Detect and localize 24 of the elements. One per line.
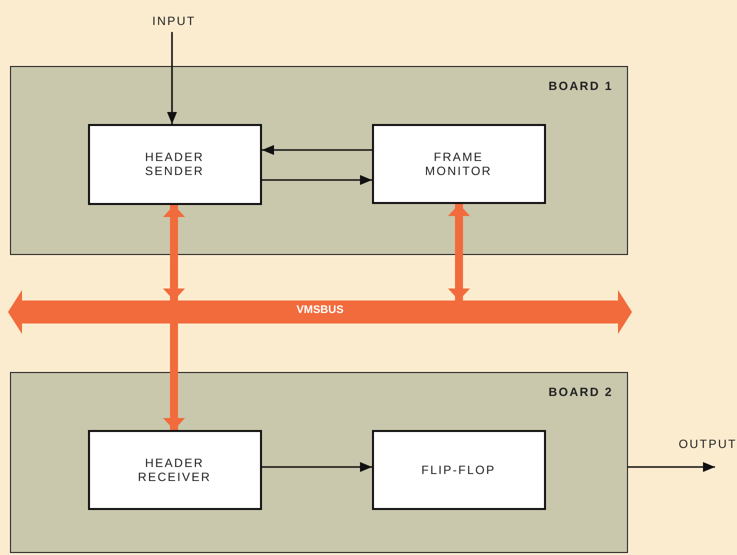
process-box bbox=[372, 124, 546, 204]
arrow bbox=[262, 175, 372, 185]
bus-arrow bbox=[163, 324, 185, 430]
arrow bbox=[167, 32, 177, 124]
board-title: BOARD 1 bbox=[548, 79, 613, 93]
arrow bbox=[628, 462, 715, 472]
box-label: HEADER RECEIVER bbox=[136, 456, 212, 484]
box-label: FLIP-FLOP bbox=[421, 462, 496, 476]
edge-label: OUTPUT bbox=[678, 437, 737, 451]
input-label: INPUT bbox=[148, 10, 200, 32]
arrow bbox=[262, 462, 372, 472]
process-box bbox=[372, 430, 546, 510]
box-label: FRAME MONITOR bbox=[424, 150, 493, 178]
arrow bbox=[262, 145, 372, 155]
circuit-board-panel bbox=[10, 66, 628, 255]
process-box bbox=[88, 430, 262, 510]
bus-band bbox=[8, 290, 632, 334]
box-label: HEADER SENDER bbox=[144, 150, 205, 178]
board-title: BOARD 2 bbox=[548, 385, 613, 399]
bus-arrow bbox=[163, 205, 185, 300]
bus-label: VMSBUS bbox=[295, 303, 345, 317]
process-box bbox=[88, 124, 262, 204]
circuit-board-panel bbox=[10, 372, 628, 553]
bus-arrow bbox=[448, 204, 470, 300]
